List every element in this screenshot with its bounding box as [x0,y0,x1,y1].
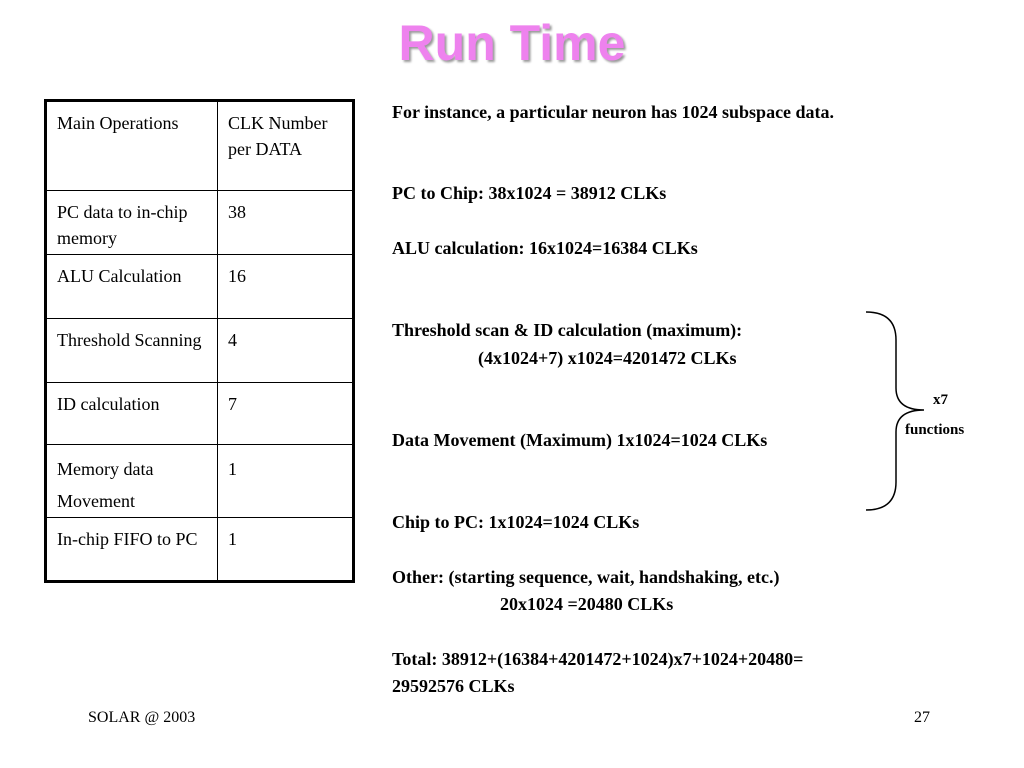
slide-title: Run Time [398,15,626,71]
table-cell: ID calculation [45,382,218,445]
slide-number: 27 [914,709,930,726]
other-formula-text: 20x1024 =20480 CLKs [500,594,674,614]
table-cell: 4 [217,318,354,383]
threshold-formula-text: (4x1024+7) x1024=4201472 CLKs [478,348,737,368]
table-cell: 1 [217,517,354,582]
x7-label: x7 [933,392,948,408]
table-cell: 1 [217,444,354,518]
functions-label: functions [905,422,965,438]
table-cell: PC data to in-chip memory [45,190,218,255]
table-header-cell: CLK Number per DATA [217,100,354,191]
table-cell: 16 [217,254,354,319]
table-cell: ALU Calculation [45,254,218,319]
intro-text: For instance, a particular neuron has 10… [392,102,835,122]
table-cell: Threshold Scanning [45,318,218,383]
right-brace-icon [865,311,925,511]
table-cell: 7 [217,382,354,445]
table-cell: In-chip FIFO to PC [45,517,218,582]
table-cell: Memory data Movement [45,444,218,518]
threshold-text: Threshold scan & ID calculation (maximum… [392,320,743,340]
total-text: Total: 38912+(16384+4201472+1024)x7+1024… [392,649,804,669]
data-movement-text: Data Movement (Maximum) 1x1024=1024 CLKs [392,430,768,450]
alu-text: ALU calculation: 16x1024=16384 CLKs [392,238,698,258]
chip-to-pc-text: Chip to PC: 1x1024=1024 CLKs [392,512,640,532]
table-header-cell: Main Operations [45,100,218,191]
other-text: Other: (starting sequence, wait, handsha… [392,567,780,587]
total-result-text: 29592576 CLKs [392,676,515,696]
pc-to-chip-text: PC to Chip: 38x1024 = 38912 CLKs [392,183,667,203]
table-cell: 38 [217,190,354,255]
footer-left: SOLAR @ 2003 [88,709,196,726]
